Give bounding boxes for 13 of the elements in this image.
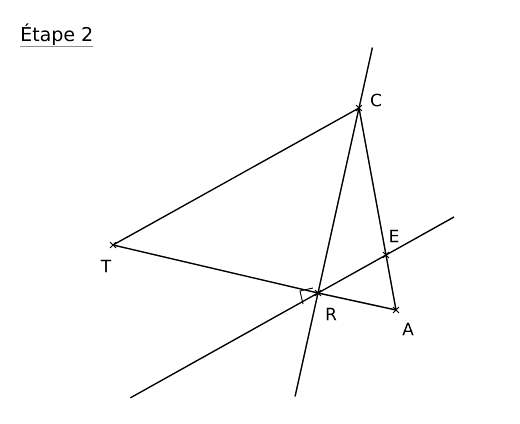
point-label: E: [390, 230, 398, 242]
segment: [385, 254, 397, 310]
point-label: A: [402, 322, 414, 336]
point-label: T: [100, 260, 112, 272]
line: [317, 108, 360, 294]
line: [318, 254, 386, 294]
point-label: C: [371, 94, 382, 106]
title: Étape 2: [20, 23, 94, 47]
segment: [112, 244, 318, 294]
segment: [358, 108, 387, 256]
point-label: R: [326, 308, 336, 320]
segment: [112, 107, 360, 246]
segment: [318, 292, 396, 311]
